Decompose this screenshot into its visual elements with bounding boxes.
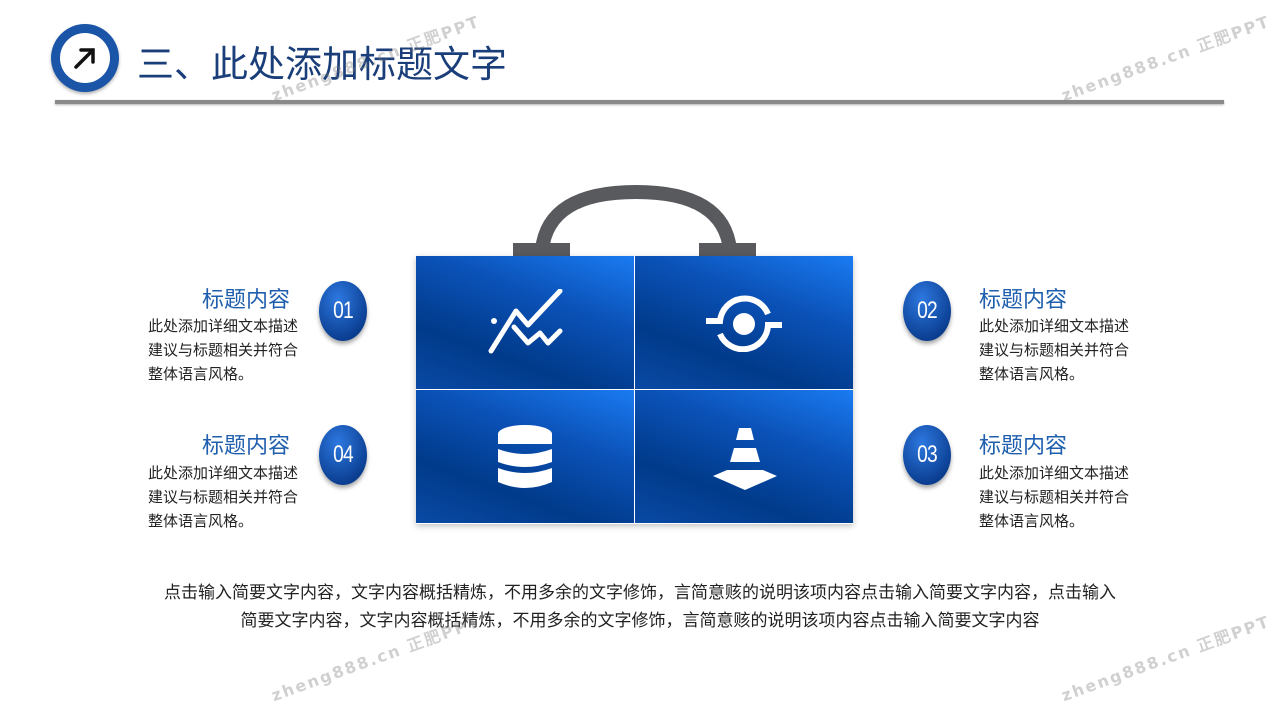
summary-paragraph: 点击输入简要文字内容，文字内容概括精炼，不用多余的文字修饰，言简意赅的说明该项内… [164, 583, 1116, 631]
traffic-cone-icon [713, 428, 777, 490]
sync-eye-icon [706, 295, 782, 352]
section-logo [51, 24, 119, 92]
database-icon [498, 425, 552, 488]
item-03-body: 此处添加详细文本描述建议与标题相关并符合整体语言风格。 [979, 464, 1130, 530]
bag-cell-sync [635, 256, 853, 389]
item-04-title: 标题内容 [201, 434, 290, 459]
item-03-title: 标题内容 [979, 434, 1068, 459]
item-04-badge: 04 [319, 425, 367, 485]
bag-cell-cone [635, 390, 853, 523]
item-01-body: 此处添加详细文本描述建议与标题相关并符合整体语言风格。 [148, 317, 299, 383]
bag-cell-database [416, 390, 634, 523]
item-02-title: 标题内容 [979, 288, 1068, 313]
bag-body [416, 256, 853, 524]
item-02-badge: 02 [903, 281, 951, 341]
watermark: zheng888.cn 正肥PPT [1058, 11, 1273, 106]
item-03-badge: 03 [903, 425, 951, 485]
arrow-up-right-icon [74, 48, 95, 69]
item-04-body: 此处添加详细文本描述建议与标题相关并符合整体语言风格。 [148, 464, 299, 530]
item-02-body: 此处添加详细文本描述建议与标题相关并符合整体语言风格。 [979, 317, 1130, 383]
bag-cell-chart [416, 256, 634, 389]
item-01-title: 标题内容 [201, 288, 290, 313]
title-divider [55, 100, 1224, 104]
page-title: 三、此处添加标题文字 [137, 43, 507, 86]
item-01-badge: 01 [319, 281, 367, 341]
bag-handle [513, 184, 756, 257]
line-chart-icon [488, 289, 563, 354]
